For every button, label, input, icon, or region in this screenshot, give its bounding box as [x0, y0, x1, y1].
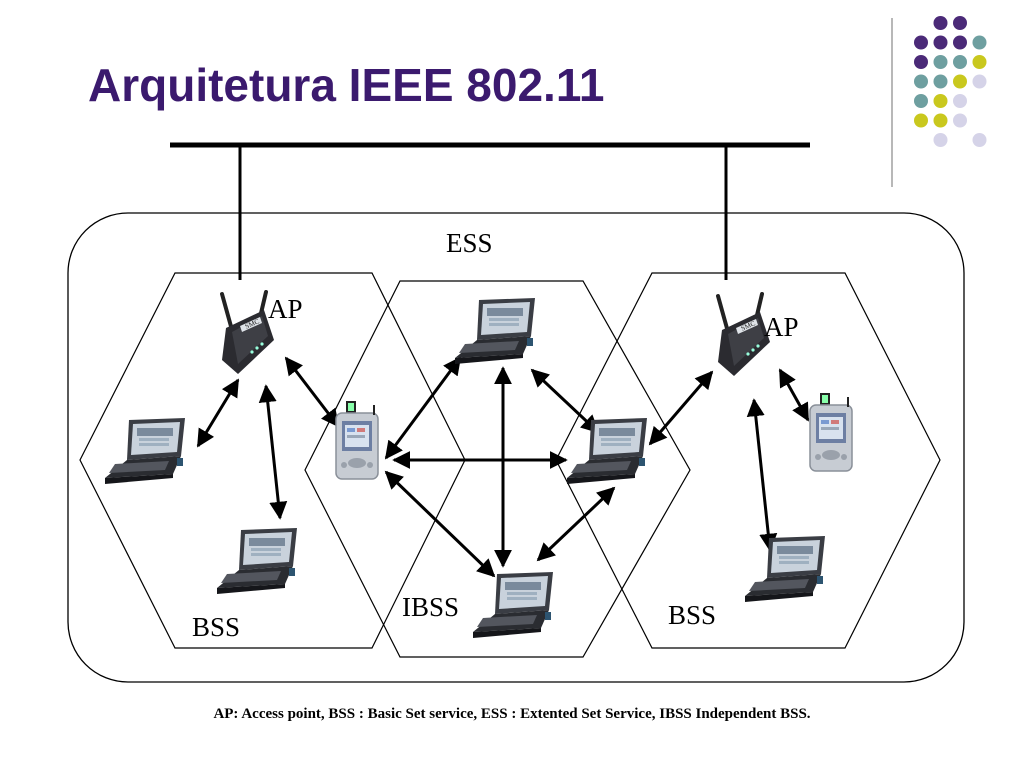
decor-dot-yellow	[914, 113, 928, 128]
slide-title: Arquitetura IEEE 802.11	[88, 59, 605, 111]
bss-right-hexagon	[555, 272, 941, 649]
link-pda-laptop-top	[384, 356, 462, 460]
decor-dot-teal	[953, 55, 967, 69]
decor-dot-purple	[933, 35, 948, 50]
laptop-bss-left-bottom-icon	[217, 528, 297, 594]
link-ap-right-pda	[778, 368, 810, 422]
ibss-hexagon	[304, 280, 691, 658]
decor-dot-teal	[933, 74, 948, 89]
decor-dot-yellow	[933, 94, 948, 108]
ieee80211-architecture-diagram: SMC	[67, 142, 965, 683]
link-ap-left-pda	[284, 356, 340, 428]
decor-dot-lavender	[933, 133, 948, 147]
pda-bss-right-icon	[808, 392, 854, 473]
decorative-dot-grid	[891, 16, 987, 187]
link-laptop-top-laptop-right	[530, 368, 600, 434]
link-ap-left-laptop-left	[196, 378, 240, 448]
label-ap-left: AP	[268, 294, 303, 324]
access-point-left-icon	[222, 292, 274, 374]
decor-dot-lavender	[972, 133, 987, 147]
label-ibss: IBSS	[402, 592, 459, 622]
laptop-ibss-right-icon	[567, 418, 647, 484]
label-bss-right: BSS	[668, 600, 716, 630]
ess-boundary	[67, 212, 965, 683]
link-ap-right-laptop-bottom	[746, 398, 778, 552]
decor-dot-teal	[914, 74, 928, 89]
label-ess: ESS	[446, 228, 493, 258]
decor-dot-teal	[972, 35, 987, 50]
laptop-bss-right-bottom-icon	[745, 536, 825, 602]
decor-dot-purple	[914, 35, 928, 50]
decor-dot-yellow	[953, 74, 967, 89]
pda-ibss-icon	[334, 400, 380, 481]
decor-dot-teal	[933, 55, 948, 69]
link-laptop-right-ap-right	[648, 370, 714, 446]
decor-dot-lavender	[953, 113, 967, 128]
decor-dot-lavender	[972, 74, 987, 89]
access-point-right-icon	[718, 294, 770, 376]
link-pda-laptop-ibss	[384, 470, 496, 578]
link-ap-left-laptop-bottom	[258, 384, 288, 520]
laptop-bss-left-icon	[105, 418, 185, 484]
link-laptop-right-laptop-ibss	[536, 486, 616, 562]
laptop-ibss-top-icon	[455, 298, 535, 364]
label-ap-right: AP	[764, 312, 799, 342]
decor-dot-purple	[933, 16, 948, 30]
decor-dot-teal	[914, 94, 928, 108]
decor-dot-yellow	[933, 113, 948, 128]
diagram-caption: AP: Access point, BSS : Basic Set servic…	[213, 706, 811, 722]
decor-dot-yellow	[972, 55, 987, 69]
laptop-ibss-bottom-icon	[473, 572, 553, 638]
decor-dot-lavender	[953, 94, 967, 108]
label-bss-left: BSS	[192, 612, 240, 642]
decor-dot-purple	[953, 35, 967, 50]
decor-dot-purple	[914, 55, 928, 69]
decor-dot-purple	[953, 16, 967, 30]
wireless-links	[196, 356, 810, 578]
